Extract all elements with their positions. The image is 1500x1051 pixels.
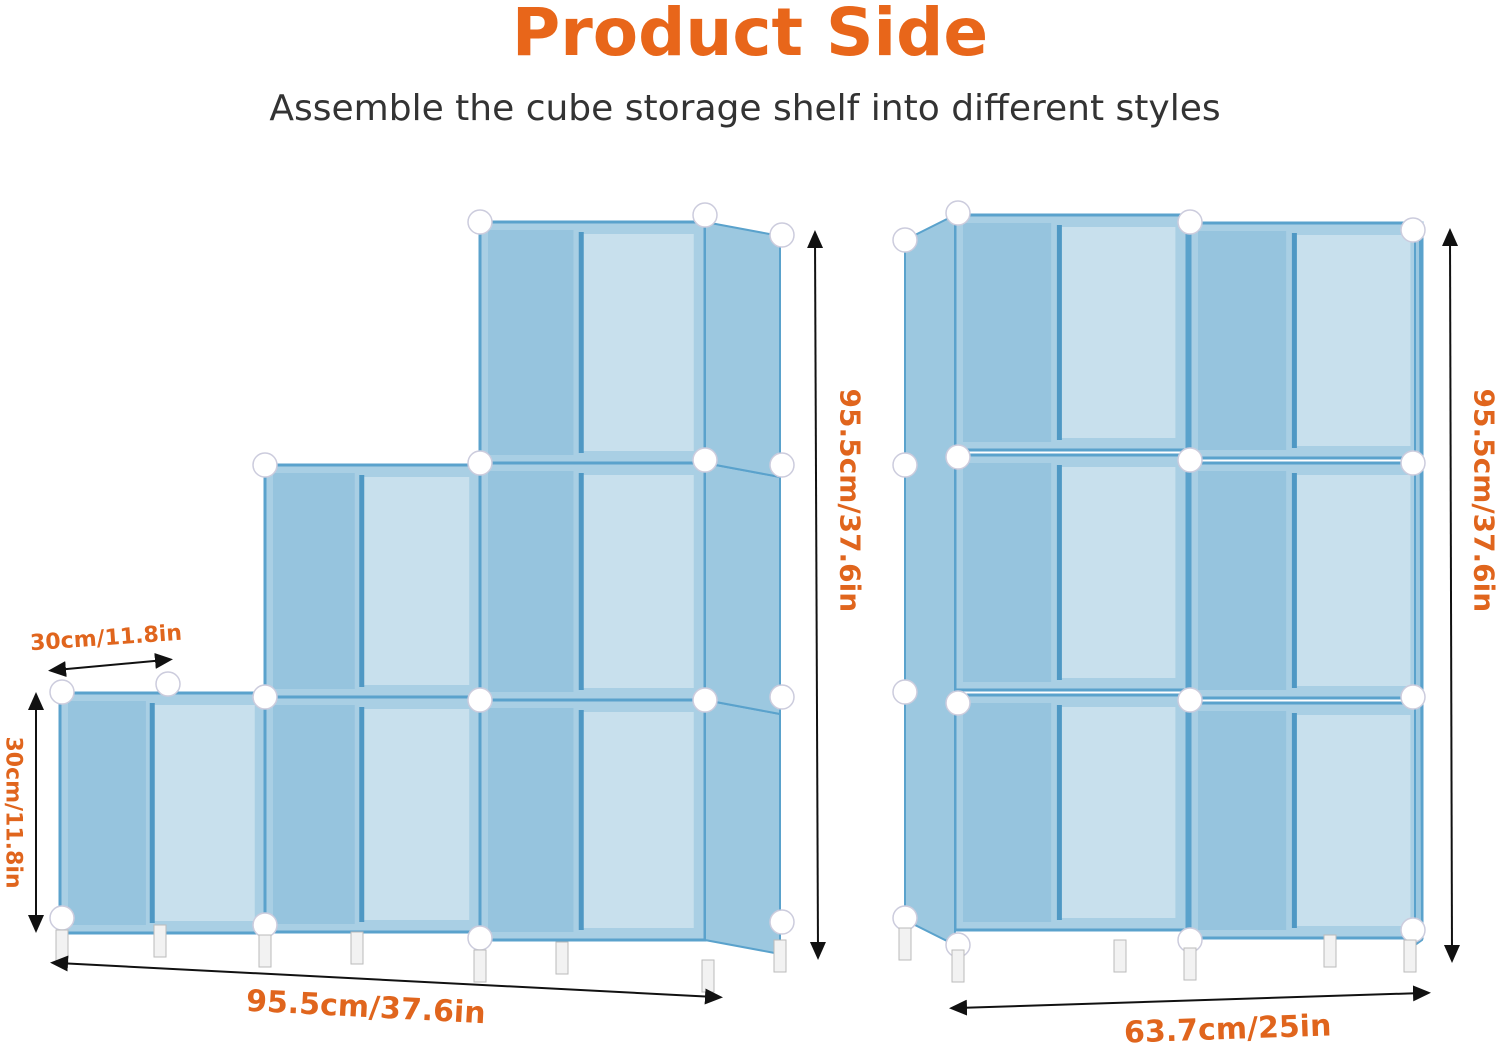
left-shelf-illustration <box>50 203 794 992</box>
cube-side-shade <box>1198 471 1286 690</box>
cube-side-shade <box>488 471 574 692</box>
connector-icon <box>946 691 970 715</box>
cube-back-panel <box>581 475 694 688</box>
cube-side-shade <box>68 701 146 925</box>
connector-icon <box>468 688 492 712</box>
connector-icon <box>693 203 717 227</box>
cube-back-panel <box>1059 227 1175 438</box>
connector-icon <box>770 685 794 709</box>
connector-icon <box>693 448 717 472</box>
cube-back-panel <box>581 712 694 928</box>
cube-side-shade <box>273 473 355 689</box>
leg-icon <box>1184 948 1196 980</box>
cube-side-shade <box>488 230 574 455</box>
cube-side-shade <box>963 463 1051 682</box>
connector-icon <box>693 688 717 712</box>
leg-icon <box>1404 940 1416 972</box>
connector-icon <box>770 910 794 934</box>
connector-icon <box>770 453 794 477</box>
connector-icon <box>468 451 492 475</box>
right-width-arrow <box>957 993 1423 1008</box>
right-side-panel <box>905 215 955 945</box>
right-height-label: 95.5cm/37.6in <box>1468 389 1500 609</box>
connector-icon <box>1401 685 1425 709</box>
left-height-arrow <box>815 238 818 952</box>
connector-icon <box>156 672 180 696</box>
connector-icon <box>253 685 277 709</box>
connector-icon <box>50 680 74 704</box>
connector-icon <box>893 906 917 930</box>
cube-side-shade <box>963 223 1051 442</box>
leg-icon <box>774 940 786 972</box>
cube-back-panel <box>1294 715 1410 926</box>
connector-icon <box>893 453 917 477</box>
leg-icon <box>952 950 964 982</box>
connector-icon <box>946 445 970 469</box>
left-height-label: 95.5cm/37.6in <box>834 389 867 609</box>
cube-back-panel <box>152 705 255 921</box>
leg-icon <box>474 950 486 982</box>
right-height-arrow <box>1450 236 1452 955</box>
leg-icon <box>702 960 714 992</box>
cube-back-panel <box>362 709 470 920</box>
right-shelf-illustration <box>893 201 1425 982</box>
connector-icon <box>1401 218 1425 242</box>
leg-icon <box>556 942 568 974</box>
cube-back-panel <box>1059 467 1175 678</box>
cube-depth-arrow <box>56 660 165 670</box>
connector-icon <box>253 453 277 477</box>
cube-side-shade <box>273 705 355 924</box>
cube-side-panel <box>705 700 780 954</box>
leg-icon <box>1114 940 1126 972</box>
right-edge-panel <box>1415 232 1422 945</box>
cube-back-panel <box>1294 235 1410 446</box>
leg-icon <box>1324 935 1336 967</box>
leg-icon <box>259 935 271 967</box>
connector-icon <box>253 913 277 937</box>
connector-icon <box>893 228 917 252</box>
connector-icon <box>1178 688 1202 712</box>
connector-icon <box>1401 451 1425 475</box>
connector-icon <box>893 680 917 704</box>
cube-height-label: 30cm/11.8in <box>1 733 26 893</box>
connector-icon <box>1178 448 1202 472</box>
cube-side-shade <box>488 708 574 932</box>
leg-icon <box>56 930 68 962</box>
leg-icon <box>351 932 363 964</box>
connector-icon <box>468 926 492 950</box>
cube-side-shade <box>1198 711 1286 930</box>
cube-side-shade <box>963 703 1051 922</box>
connector-icon <box>1178 210 1202 234</box>
connector-icon <box>946 201 970 225</box>
leg-icon <box>154 925 166 957</box>
cube-side-panel <box>705 463 780 714</box>
cube-side-shade <box>1198 231 1286 450</box>
cube-back-panel <box>581 234 694 451</box>
cube-back-panel <box>362 477 470 685</box>
connector-icon <box>50 906 74 930</box>
cube-back-panel <box>1294 475 1410 686</box>
leg-icon <box>899 928 911 960</box>
connector-icon <box>468 210 492 234</box>
right-width-label: 63.7cm/25in <box>1123 1008 1332 1050</box>
connector-icon <box>1401 918 1425 942</box>
cube-back-panel <box>1059 707 1175 918</box>
connector-icon <box>770 223 794 247</box>
cube-side-panel <box>705 222 780 477</box>
